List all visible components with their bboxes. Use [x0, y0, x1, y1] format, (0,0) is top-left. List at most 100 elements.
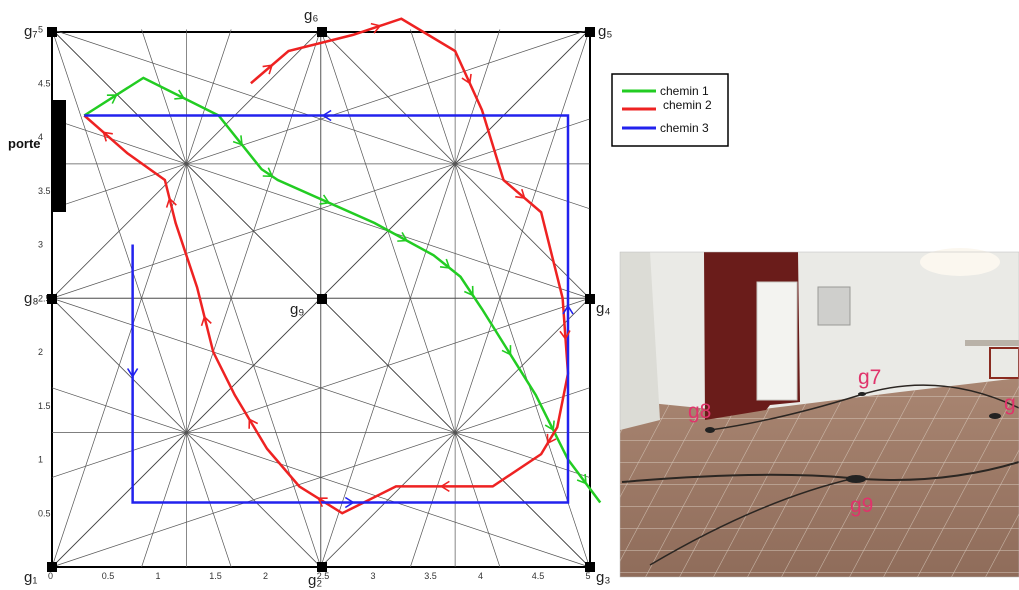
- x-tick-label: 4: [478, 571, 483, 581]
- label-g4: g₄: [596, 300, 610, 317]
- photo-label-g7: g7: [858, 366, 881, 389]
- direction-arrow: [248, 418, 259, 429]
- y-tick-label: 4: [38, 132, 43, 142]
- label-g5: g₅: [598, 23, 612, 40]
- photo-light: [920, 248, 1000, 276]
- node-g2: [317, 562, 327, 572]
- y-tick-label: 5: [38, 25, 43, 35]
- visibility-line: [51, 298, 321, 568]
- photo-label-g: g: [1004, 392, 1016, 415]
- label-g9: g₉: [290, 301, 304, 318]
- node-g7: [47, 27, 57, 37]
- node-g1: [47, 562, 57, 572]
- direction-arrow: [397, 231, 409, 242]
- visibility-line: [51, 29, 321, 299]
- photo-frame: [619, 251, 1019, 578]
- node-g8: [47, 294, 57, 304]
- direction-arrow: [106, 94, 118, 104]
- node-g9: [317, 294, 327, 304]
- node-g5: [585, 27, 595, 37]
- legend: chemin 1 chemin 2 chemin 3: [611, 73, 729, 147]
- photo-cable-3: [649, 477, 856, 566]
- label-g2: g₂: [308, 572, 322, 589]
- photo-sensor-g7: [858, 392, 866, 396]
- visibility-line: [51, 118, 590, 299]
- direction-arrow: [344, 496, 355, 509]
- direction-arrows: [102, 22, 587, 509]
- direction-arrow: [439, 480, 450, 493]
- photo-label-g9: g9: [850, 494, 873, 517]
- x-tick-label: 2: [263, 571, 268, 581]
- x-tick-label: 1: [156, 571, 161, 581]
- direction-arrow: [321, 109, 332, 122]
- photo-label-g8: g8: [688, 400, 711, 423]
- door-marker: [52, 100, 66, 212]
- label-g6: g₆: [304, 7, 318, 24]
- photo-electrical-box: [817, 286, 851, 326]
- direction-arrow: [174, 89, 186, 100]
- path-chemin-2: [83, 17, 570, 515]
- label-g1: g₁: [24, 569, 37, 586]
- direction-arrow: [501, 345, 512, 356]
- direction-arrow: [544, 420, 555, 432]
- direction-arrow: [370, 22, 382, 34]
- direction-arrow: [439, 258, 451, 269]
- node-g6: [317, 27, 327, 37]
- path-chemin-1: [83, 76, 602, 504]
- direction-arrow: [262, 64, 274, 75]
- y-tick-label: 0.5: [38, 508, 51, 518]
- direction-arrow: [126, 368, 139, 379]
- x-tick-label: 1.5: [209, 571, 222, 581]
- photo-chair: [989, 347, 1019, 379]
- node-g4: [585, 294, 595, 304]
- legend-label-3: chemin 3: [660, 121, 709, 135]
- y-tick-label: 2.5: [38, 293, 51, 303]
- direction-arrow: [102, 131, 113, 142]
- door-label: porte: [8, 136, 41, 151]
- photo-left-wall: [620, 252, 660, 430]
- x-tick-label: 0.5: [102, 571, 115, 581]
- visibility-line: [51, 297, 590, 478]
- direction-arrow: [463, 285, 474, 297]
- direction-arrow: [562, 304, 574, 315]
- direction-arrow: [546, 433, 557, 445]
- legend-label-1: chemin 1: [660, 84, 709, 98]
- direction-arrow: [576, 473, 587, 485]
- photo-sensor-g: [989, 413, 1001, 419]
- photo-sensor-g9: [846, 475, 866, 483]
- x-tick-label: 3: [371, 571, 376, 581]
- direction-arrow: [316, 497, 328, 508]
- y-tick-label: 4.5: [38, 78, 51, 88]
- y-axis-ticks: 0.511.522.533.544.55: [38, 25, 51, 519]
- x-tick-label: 5: [586, 571, 591, 581]
- node-g3: [585, 562, 595, 572]
- direction-arrow: [319, 194, 331, 205]
- label-g8: g₈: [24, 290, 39, 307]
- y-tick-label: 3.5: [38, 186, 51, 196]
- x-axis-ticks: 0 0.5 1 1.5 2 2.5 3 3.5 4 4.5 5: [48, 571, 591, 581]
- x-tick-label: 2.5: [317, 571, 330, 581]
- direction-arrow: [165, 197, 177, 208]
- y-tick-label: 3: [38, 240, 43, 250]
- x-tick-label: 4.5: [532, 571, 545, 581]
- y-tick-label: 2: [38, 347, 43, 357]
- label-g3: g₃: [596, 569, 610, 586]
- direction-arrow: [232, 135, 243, 146]
- path-chemin-3: [84, 114, 570, 504]
- photo-desk: [965, 340, 1019, 346]
- direction-arrow: [515, 188, 526, 200]
- visibility-line: [51, 29, 590, 209]
- photo-wall: [620, 252, 1019, 412]
- photo-sensor-g8: [705, 427, 715, 433]
- x-tick-label: 3.5: [424, 571, 437, 581]
- direction-arrow: [262, 167, 274, 178]
- direction-arrow: [200, 315, 212, 327]
- legend-label-2: chemin 2: [663, 98, 712, 112]
- y-tick-label: 1: [38, 455, 43, 465]
- label-g7: g₇: [24, 23, 38, 40]
- direction-arrow: [559, 330, 571, 341]
- x-tick-label: 0: [48, 571, 53, 581]
- direction-arrow: [461, 73, 472, 85]
- photo-doorway: [756, 281, 798, 401]
